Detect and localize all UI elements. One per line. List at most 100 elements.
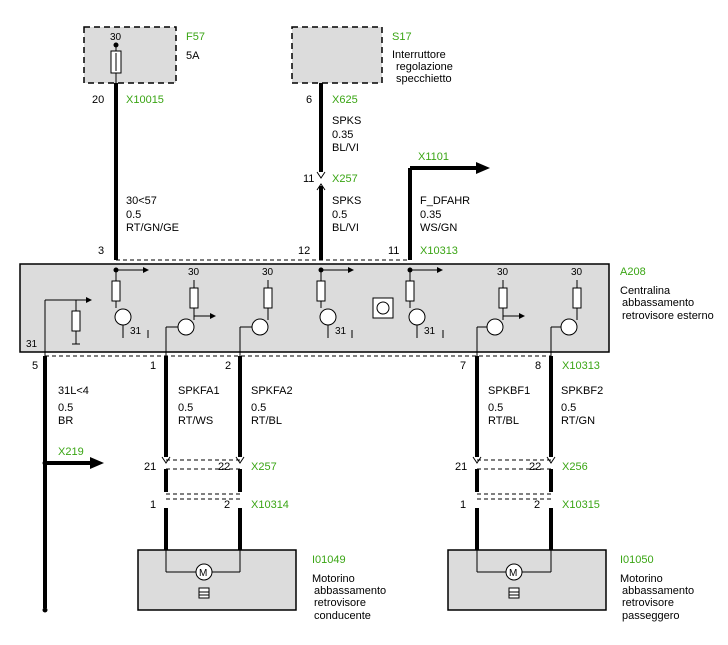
- motor-passenger-symbol: M: [509, 568, 517, 579]
- logic-chip-icon: [372, 297, 394, 319]
- module-desc-2: abbassamento: [622, 297, 694, 309]
- fuse-f57-box: [83, 26, 177, 84]
- pin12-arrow-icon: [348, 267, 354, 273]
- pin8-resistor-icon: [572, 287, 582, 309]
- wire-spkbf1-color: RT/BL: [488, 415, 519, 427]
- pin3-transistor-icon: [114, 308, 132, 326]
- wire-spks-top-gauge: 0.35: [332, 129, 353, 141]
- x256-pin-b: 22: [529, 461, 541, 473]
- motor-driver-symbol: M: [199, 568, 207, 579]
- wire-spkbf1-signal: SPKBF1: [488, 385, 530, 397]
- pin12-resistor-icon: [316, 280, 326, 302]
- pin2-30-label: 30: [262, 267, 274, 278]
- motor-driver-desc-1: Motorino: [312, 573, 355, 585]
- wire-spkbf1-gauge: 0.5: [488, 402, 503, 414]
- motor-driver-desc-2: abbassamento: [314, 585, 386, 597]
- motor-driver-icon: [195, 563, 213, 581]
- x257-upper-connector-mark-top: [316, 171, 326, 179]
- pin1-30-label: 30: [188, 267, 200, 278]
- pin7-resistor-icon: [498, 287, 508, 309]
- fuse-terminal-label: 30: [110, 32, 122, 43]
- wire-spks-bottom-gauge: 0.5: [332, 209, 347, 221]
- pin11-arrow-icon: [437, 267, 443, 273]
- module-pin-3: 3: [98, 245, 104, 257]
- motor-driver-desc-4: conducente: [314, 610, 371, 622]
- motor-passenger-sensor-icon: [508, 587, 520, 599]
- pin7-transistor-icon: [486, 318, 504, 336]
- module-desc-3: retrovisore esterno: [622, 310, 714, 322]
- pin8-transistor-icon: [560, 318, 578, 336]
- x256-mark-b-top: [546, 456, 556, 464]
- switch-s17-box: [291, 26, 383, 84]
- motor-passenger-desc-3: retrovisore: [622, 597, 674, 609]
- wire-spkfa2-gauge: 0.5: [251, 402, 266, 414]
- switch-pin: 6: [306, 94, 312, 106]
- pin1-transistor-icon: [177, 318, 195, 336]
- fuse-pin: 20: [92, 94, 104, 106]
- wire-dfahr-signal: F_DFAHR: [420, 195, 470, 207]
- wire-spkfa1-signal: SPKFA1: [178, 385, 220, 397]
- wire-ground-gauge: 0.5: [58, 402, 73, 414]
- switch-desc-2: regolazione: [396, 61, 453, 73]
- pin1-output-arrow-icon: [210, 313, 216, 319]
- pin7-output-arrow-icon: [519, 313, 525, 319]
- wire-dfahr-color: WS/GN: [420, 222, 457, 234]
- motor-passenger-icon: [505, 563, 523, 581]
- motor-driver-box: [137, 549, 297, 611]
- module-pin-12: 12: [298, 245, 310, 257]
- pin3-resistor-icon: [111, 280, 121, 302]
- pin12-transistor-icon: [319, 308, 337, 326]
- x10314-pin-b: 2: [224, 499, 230, 511]
- pin2-resistor-icon: [263, 287, 273, 309]
- wire-spks-bottom-color: BL/VI: [332, 222, 359, 234]
- wire-spkbf2-color: RT/GN: [561, 415, 595, 427]
- wire-spkfa1-color: RT/WS: [178, 415, 213, 427]
- motor-passenger-desc-1: Motorino: [620, 573, 663, 585]
- motor-passenger-desc-4: passeggero: [622, 610, 680, 622]
- x10315-pin-a: 1: [460, 499, 466, 511]
- motor-driver-sensor-icon: [198, 587, 210, 599]
- x10314-connector: X10314: [251, 499, 289, 511]
- wire-spks-top-color: BL/VI: [332, 142, 359, 154]
- pin8-30-label: 30: [571, 267, 583, 278]
- pin11-transistor-icon: [408, 308, 426, 326]
- motor-passenger-box: [447, 549, 607, 611]
- x256-mark-a-top: [472, 456, 482, 464]
- x257-upper-connector: X257: [332, 173, 358, 185]
- x257-lower-mark-a-top: [161, 456, 171, 464]
- x257-lower-pin-a: 21: [144, 461, 156, 473]
- switch-id: S17: [392, 31, 412, 43]
- module-a208-box: [19, 263, 610, 353]
- module-top-connector: X10313: [420, 245, 458, 257]
- ground-internal-arrow-icon: [86, 297, 92, 303]
- pin1-resistor-icon: [189, 287, 199, 309]
- wire-dfahr-gauge: 0.35: [420, 209, 441, 221]
- x256-connector: X256: [562, 461, 588, 473]
- module-pin-7: 7: [460, 360, 466, 372]
- x257-lower-pin-b: 22: [218, 461, 230, 473]
- module-bottom-connector: X10313: [562, 360, 600, 372]
- pin3-ground-31-label: 31: [130, 326, 142, 337]
- wire-spks-top-signal: SPKS: [332, 115, 361, 127]
- wire-spkbf2-signal: SPKBF2: [561, 385, 603, 397]
- wire-ground-color: BR: [58, 415, 73, 427]
- switch-desc-3: specchietto: [396, 73, 452, 85]
- module-desc-1: Centralina: [620, 285, 671, 297]
- pin7-30-label: 30: [497, 267, 509, 278]
- x10314-pin-a: 1: [150, 499, 156, 511]
- wire-spkfa2-signal: SPKFA2: [251, 385, 293, 397]
- motor-driver-id: I01049: [312, 554, 346, 566]
- module-pin-5: 5: [32, 360, 38, 372]
- x257-lower-connector: X257: [251, 461, 277, 473]
- fuse-id: F57: [186, 31, 205, 43]
- motor-driver-desc-3: retrovisore: [314, 597, 366, 609]
- fuse-connector: X10015: [126, 94, 164, 106]
- wire-spkfa1-gauge: 0.5: [178, 402, 193, 414]
- pin3-arrow-icon: [143, 267, 149, 273]
- logic-chip-inner-icon: [376, 301, 390, 315]
- wire-ground-signal: 31L<4: [58, 385, 89, 397]
- x257-upper-connector-mark-bottom: [316, 183, 326, 191]
- x10315-pin-b: 2: [534, 499, 540, 511]
- module-pin-8: 8: [535, 360, 541, 372]
